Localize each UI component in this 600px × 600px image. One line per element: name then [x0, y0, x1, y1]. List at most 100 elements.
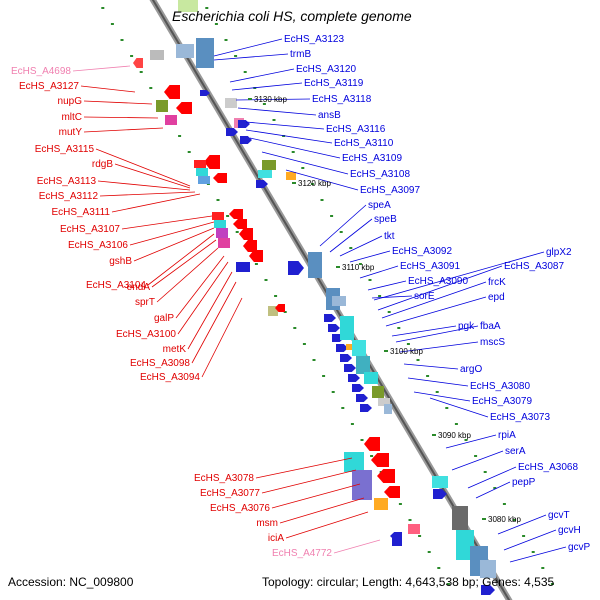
gene-label-left: EcHS_A3115: [35, 144, 95, 155]
gene-arrow-reverse: [213, 173, 227, 183]
leader-line: [503, 529, 557, 551]
leader-line: [95, 148, 191, 187]
track-dot: [358, 263, 362, 265]
track-dot: [101, 7, 105, 9]
gene-arrow-reverse: [377, 469, 395, 483]
feature-box: [216, 228, 228, 238]
gene-label-right: glpX2: [546, 247, 572, 258]
leader-line: [271, 483, 361, 509]
leader-line: [83, 100, 153, 105]
leader-line: [83, 127, 164, 133]
gene-arrow-forward: [348, 374, 360, 382]
track-dot: [397, 327, 401, 329]
gene-label-right: EcHS_A3097: [360, 185, 420, 196]
gene-arrow-reverse: [384, 486, 400, 498]
gene-label-left: msm: [256, 518, 278, 529]
feature-box: [352, 340, 366, 356]
gene-arrow-forward: [356, 394, 368, 402]
gene-label-left: rdgB: [92, 159, 113, 170]
leader-line: [445, 434, 497, 449]
leader-line: [329, 218, 373, 253]
feature-box: [432, 476, 448, 488]
leader-line: [451, 450, 504, 471]
feature-box: [346, 344, 352, 350]
leader-line: [133, 227, 215, 262]
leader-line: [261, 469, 357, 494]
track-dot: [320, 199, 324, 201]
gene-label-left: EcHS_A4698: [11, 66, 71, 77]
track-dot: [339, 231, 343, 233]
gene-label-left: gshB: [109, 256, 132, 267]
gene-arrow-forward: [288, 261, 304, 275]
gene-arrow-forward: [340, 354, 352, 362]
feature-box: [364, 372, 378, 384]
leader-line: [371, 295, 413, 299]
track-dot: [474, 455, 478, 457]
topology-text: Topology: circular; Length: 4,643,538 bp…: [262, 575, 555, 589]
gene-arrow-forward: [324, 314, 336, 322]
gene-label-right: sorE: [414, 291, 435, 302]
feature-box: [258, 170, 272, 178]
track-dot: [445, 407, 449, 409]
feature-box: [340, 316, 354, 340]
feature-box: [374, 498, 388, 510]
track-dot: [541, 567, 545, 569]
track-dot: [406, 343, 410, 345]
track-dot: [216, 199, 220, 201]
track-dot: [226, 215, 230, 217]
track-dot: [283, 311, 287, 313]
feature-box: [352, 470, 372, 500]
feature-box: [225, 98, 237, 108]
leader-line: [121, 215, 213, 230]
leader-line: [385, 296, 487, 327]
track-dot: [398, 503, 402, 505]
track-dot: [302, 343, 306, 345]
gene-label-left: iciA: [268, 533, 284, 544]
gene-arrow-forward: [240, 136, 252, 144]
track-dot: [522, 535, 526, 537]
leader-line: [319, 204, 367, 247]
leader-line: [177, 261, 229, 335]
gene-label-right: EcHS_A3073: [490, 412, 550, 423]
gene-label-right: EcHS_A3087: [504, 261, 564, 272]
track-dot: [446, 583, 450, 585]
gene-label-right: EcHS_A3080: [470, 381, 530, 392]
gene-label-left: EcHS_A3098: [130, 358, 190, 369]
feature-box: [356, 356, 370, 374]
gene-label-left: EcHS_A4772: [272, 548, 332, 559]
feature-box: [194, 160, 206, 168]
gene-label-right: EcHS_A3123: [284, 34, 344, 45]
feature-box: [308, 252, 322, 278]
gene-arrow-forward: [328, 324, 340, 332]
feature-box: [218, 238, 230, 248]
gene-label-left: EcHS_A3127: [19, 81, 79, 92]
gene-label-right: gcvT: [548, 510, 570, 521]
leader-line: [381, 281, 487, 319]
leader-line: [156, 247, 219, 303]
leader-line: [249, 137, 341, 159]
track-dot: [408, 519, 412, 521]
track-dot: [272, 119, 276, 121]
gene-arrow-reverse: [164, 85, 180, 99]
gene-arrow-reverse: [275, 304, 285, 312]
gene-label-right: fbaA: [480, 321, 501, 332]
feature-box: [384, 404, 392, 414]
gene-label-left: EcHS_A3100: [116, 329, 176, 340]
kbp-tick-label: 3090 kbp: [438, 431, 471, 440]
feature-box: [456, 530, 474, 560]
leader-line: [201, 297, 243, 378]
track-dot: [224, 39, 228, 41]
leader-line: [97, 180, 191, 191]
feature-box: [378, 398, 390, 406]
gene-label-right: gcvH: [558, 525, 581, 536]
feature-box: [178, 0, 198, 12]
gene-label-right: epd: [488, 292, 505, 303]
gene-label-left: EcHS_A3106: [68, 240, 128, 251]
track-dot: [349, 247, 353, 249]
gene-label-right: serA: [505, 446, 526, 457]
gene-features: [133, 0, 496, 595]
leader-line: [261, 151, 349, 175]
track-dot: [426, 375, 430, 377]
gene-arrow-reverse: [229, 209, 243, 219]
gene-label-left: EcHS_A3076: [210, 503, 270, 514]
